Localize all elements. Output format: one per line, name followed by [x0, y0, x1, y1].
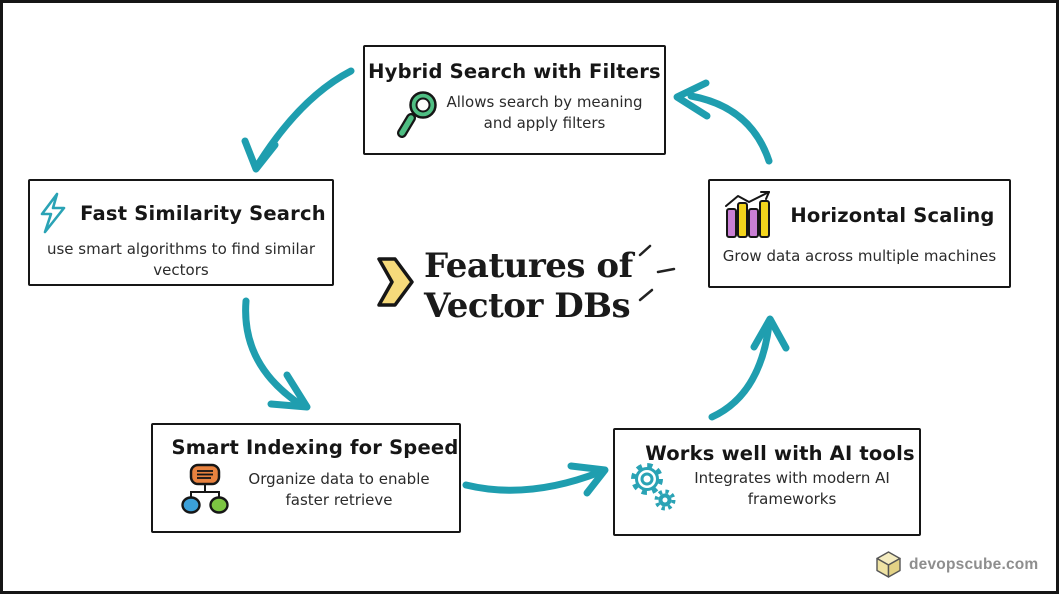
arrow-fast-to-indexing-icon: [242, 297, 311, 411]
title-line-2: Vector DBs: [424, 285, 631, 326]
feature-box-smart-indexing: Smart Indexing for Speed Organize data t…: [151, 423, 461, 533]
magnifying-glass-icon: [397, 91, 437, 138]
feature-title: Smart Indexing for Speed: [171, 436, 459, 459]
title-sparkle-dashes-icon: [638, 244, 676, 302]
feature-description: Organize data to enable faster retrieve: [248, 470, 430, 509]
feature-description: use smart algorithms to find similar vec…: [46, 240, 316, 279]
hierarchy-icon: [181, 463, 229, 514]
gears-icon: [631, 463, 676, 511]
center-title: Features of Vector DBs: [375, 246, 633, 327]
feature-description: Integrates with modern AI frameworks: [694, 469, 890, 508]
feature-box-fast-similarity: Fast Similarity Search use smart algorit…: [28, 179, 334, 286]
feature-box-horizontal-scaling: Horizontal Scaling Grow data across mult…: [708, 179, 1011, 288]
lightning-bolt-icon: [40, 192, 66, 234]
feature-box-ai-tools: Works well with AI tools Integrates with…: [613, 428, 921, 536]
arrow-hybrid-to-fast-icon: [241, 67, 355, 173]
title-line-1: Features of: [424, 246, 633, 286]
brand-text: devopscube.com: [909, 555, 1039, 573]
feature-box-hybrid-search: Hybrid Search with Filters Allows search…: [363, 45, 666, 155]
feature-title: Works well with AI tools: [645, 442, 915, 465]
feature-description: Allows search by meaning and apply filte…: [446, 93, 643, 132]
arrow-indexing-to-aitools-icon: [462, 462, 609, 497]
bar-chart-icon: [725, 191, 771, 238]
cube-icon: [876, 551, 901, 578]
feature-title: Hybrid Search with Filters: [368, 60, 661, 83]
feature-description: Grow data across multiple machines: [722, 247, 997, 265]
arrow-aitools-to-scaling-icon: [708, 315, 790, 421]
feature-title: Fast Similarity Search: [80, 201, 326, 225]
feature-title: Horizontal Scaling: [790, 203, 995, 227]
chevron-right-icon: [377, 257, 414, 307]
brand-logo: devopscube.com: [875, 550, 1038, 579]
arrow-scaling-to-hybrid-icon: [673, 79, 773, 165]
